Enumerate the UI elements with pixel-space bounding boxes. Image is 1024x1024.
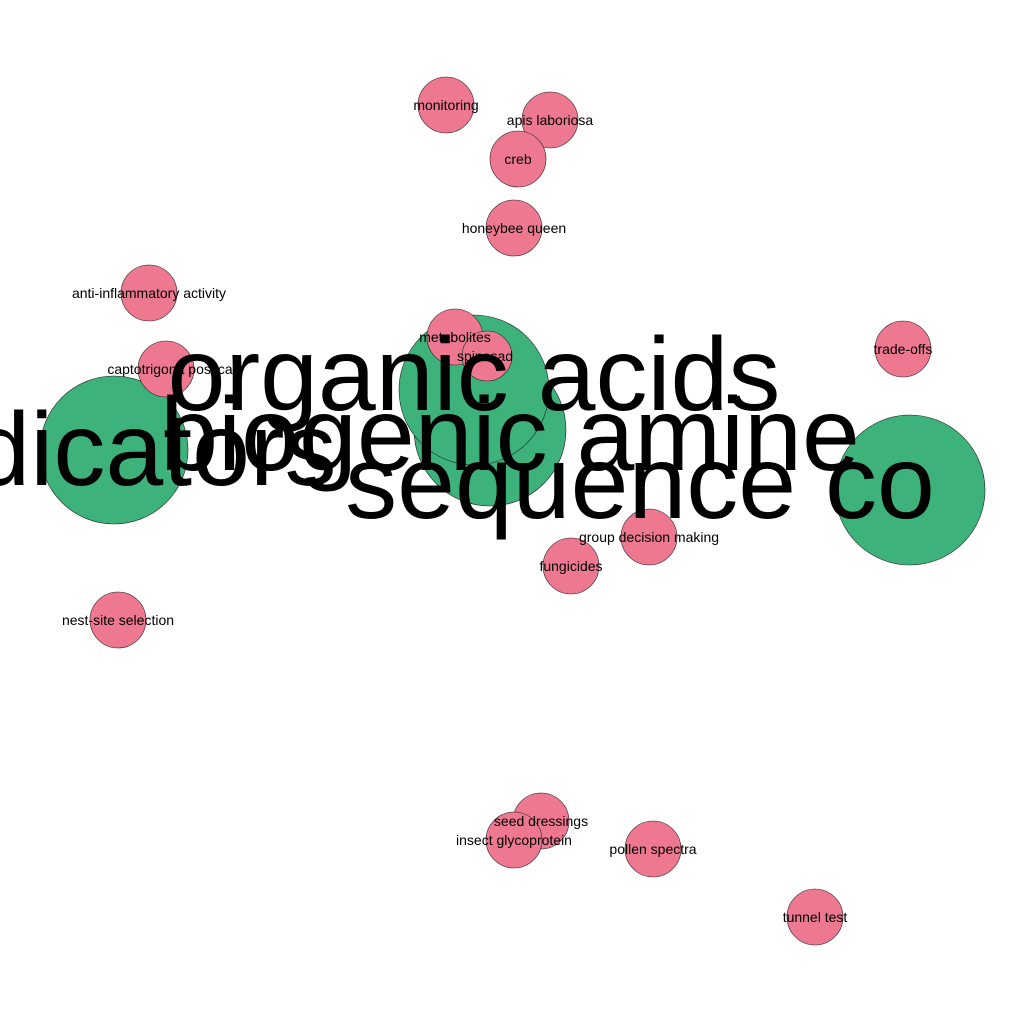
node-label-biogenic-amine: biogenic amine: [160, 377, 860, 493]
node-honeybee-queen[interactable]: [485, 199, 543, 257]
node-captotrigona-postica[interactable]: [137, 340, 195, 398]
node-label-anti-inflammatory-activity: anti-inflammatory activity: [72, 285, 226, 301]
node-trade-offs[interactable]: [874, 320, 932, 378]
node-creb[interactable]: [489, 130, 547, 188]
node-label-group-decision-making: group decision making: [579, 529, 719, 545]
node-tunnel-test[interactable]: [786, 888, 844, 946]
node-insect-glycoprotein[interactable]: [485, 811, 543, 869]
node-label-honeybee-queen: honeybee queen: [462, 220, 566, 236]
node-label-monitoring: monitoring: [413, 97, 478, 113]
node-label-fungicides: fungicides: [539, 558, 602, 574]
node-label-trade-offs: trade-offs: [874, 341, 933, 357]
node-nest-site-selection[interactable]: [89, 591, 147, 649]
node-label-sequence-co: sequence co: [345, 425, 935, 541]
node-label-spinosad: spinosad: [457, 348, 513, 364]
node-label-creb: creb: [504, 151, 531, 167]
node-label-pollen-spectra: pollen spectra: [609, 841, 696, 857]
node-anti-inflammatory-activity[interactable]: [120, 264, 178, 322]
node-label-apis-laboriosa: apis laboriosa: [507, 112, 594, 128]
node-label-organic-acids: organic acids: [168, 317, 781, 433]
node-label-metabolites: metabolites: [419, 329, 491, 345]
node-label-captotrigona-postica: captotrigona postica: [107, 361, 233, 377]
node-pollen-spectra[interactable]: [624, 820, 682, 878]
node-monitoring[interactable]: [417, 76, 475, 134]
node-spinosad[interactable]: [461, 330, 513, 382]
node-label-insect-glycoprotein: insect glycoprotein: [456, 832, 572, 848]
node-label-nest-site-selection: nest-site selection: [62, 612, 174, 628]
node-fungicides[interactable]: [542, 537, 600, 595]
node-group-decision-making[interactable]: [620, 508, 678, 566]
node-apis-laboriosa[interactable]: [521, 91, 579, 149]
node-label-seed-dressings: seed dressings: [494, 813, 588, 829]
node-label-tunnel-test: tunnel test: [783, 909, 848, 925]
node-sequence-co[interactable]: [834, 414, 986, 566]
node-indicators[interactable]: [39, 375, 189, 525]
node-label-indicators: indicators: [0, 392, 337, 508]
